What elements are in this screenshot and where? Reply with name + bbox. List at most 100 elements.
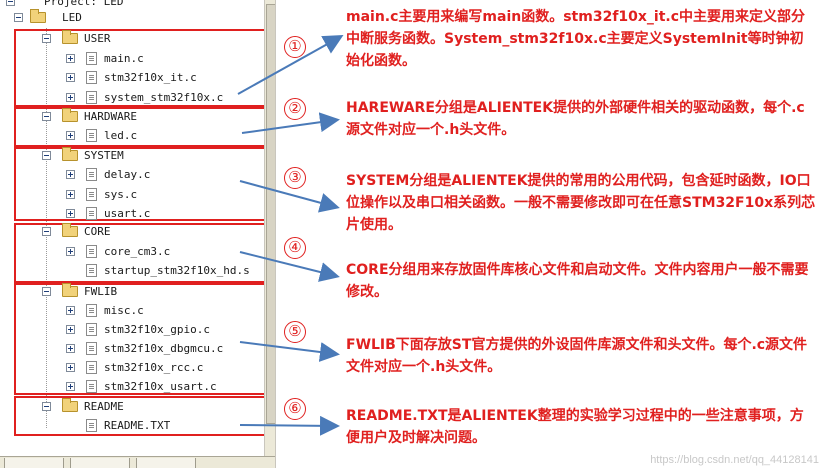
tree-file-row[interactable]: delay.c bbox=[0, 165, 264, 184]
file-icon bbox=[86, 207, 97, 220]
folder-icon bbox=[62, 147, 78, 161]
tree-file-row[interactable]: system_stm32f10x.c bbox=[0, 88, 264, 107]
file-icon bbox=[86, 361, 97, 374]
annotation-area: ① main.c主要用来编写main函数。stm32f10x_it.c中主要用来… bbox=[276, 0, 827, 468]
project-tree-pane: Project: LED LED USER main.c stm32f10x_i… bbox=[0, 0, 276, 468]
note-text: SYSTEM分组是ALIENTEK提供的常用的公用代码，包含延时函数，IO口位操… bbox=[346, 173, 816, 233]
collapse-icon[interactable] bbox=[42, 227, 51, 236]
file-icon bbox=[86, 91, 97, 104]
tree-file-row[interactable]: stm32f10x_gpio.c bbox=[0, 320, 264, 339]
expand-icon[interactable] bbox=[66, 190, 75, 199]
tree-file-row[interactable]: usart.c bbox=[0, 204, 264, 223]
expand-icon[interactable] bbox=[66, 306, 75, 315]
collapse-icon[interactable] bbox=[14, 13, 23, 22]
file-icon bbox=[86, 168, 97, 181]
target-folder-icon bbox=[30, 9, 46, 23]
note-text: FWLIB下面存放ST官方提供的外设固件库源文件和头文件。每个.c源文件文件对应… bbox=[346, 337, 808, 375]
file-icon bbox=[86, 419, 97, 432]
expand-icon[interactable] bbox=[66, 54, 75, 63]
file-label: core_cm3.c bbox=[104, 245, 171, 258]
file-icon bbox=[86, 188, 97, 201]
file-label: README.TXT bbox=[104, 419, 171, 432]
note-number: ⑤ bbox=[284, 321, 306, 343]
tree-file-row[interactable]: startup_stm32f10x_hd.s bbox=[0, 261, 264, 280]
expand-icon[interactable] bbox=[66, 325, 75, 334]
tree-group-hardware[interactable]: HARDWARE bbox=[0, 107, 264, 126]
tree-file-row[interactable]: README.TXT bbox=[0, 416, 264, 435]
collapse-icon[interactable] bbox=[42, 287, 51, 296]
collapse-icon[interactable] bbox=[6, 0, 15, 6]
folder-icon bbox=[62, 108, 78, 122]
note-text: README.TXT是ALIENTEK整理的实验学习过程中的一些注意事项，方便用… bbox=[346, 408, 804, 446]
tab-books[interactable] bbox=[70, 458, 130, 468]
tree-group-user[interactable]: USER bbox=[0, 29, 264, 48]
tree-row-target[interactable]: LED bbox=[0, 8, 264, 27]
expand-icon[interactable] bbox=[66, 382, 75, 391]
tab-project[interactable] bbox=[4, 458, 64, 468]
note-number: ⑥ bbox=[284, 398, 306, 420]
group-label: CORE bbox=[84, 225, 111, 238]
file-icon bbox=[86, 245, 97, 258]
folder-icon bbox=[62, 30, 78, 44]
tree-file-row[interactable]: stm32f10x_it.c bbox=[0, 68, 264, 87]
expand-icon[interactable] bbox=[66, 247, 75, 256]
expand-icon[interactable] bbox=[66, 209, 75, 218]
file-label: startup_stm32f10x_hd.s bbox=[104, 264, 250, 277]
collapse-icon[interactable] bbox=[42, 402, 51, 411]
collapse-icon[interactable] bbox=[42, 112, 51, 121]
file-label: sys.c bbox=[104, 188, 138, 201]
group-label: FWLIB bbox=[84, 285, 118, 298]
tab-functions[interactable] bbox=[136, 458, 196, 468]
tree-group-system[interactable]: SYSTEM bbox=[0, 146, 264, 165]
file-icon bbox=[86, 380, 97, 393]
note-text: CORE分组用来存放固件库核心文件和启动文件。文件内容用户一般不需要修改。 bbox=[346, 262, 809, 300]
project-panel-tabs bbox=[0, 456, 275, 468]
tree-row-project[interactable]: Project: LED bbox=[0, 0, 264, 11]
file-icon bbox=[86, 342, 97, 355]
tree-group-fwlib[interactable]: FWLIB bbox=[0, 282, 264, 301]
note-text: main.c主要用来编写main函数。stm32f10x_it.c中主要用来定义… bbox=[346, 9, 806, 69]
file-label: stm32f10x_it.c bbox=[104, 71, 197, 84]
tree-group-core[interactable]: CORE bbox=[0, 222, 264, 241]
file-icon bbox=[86, 71, 97, 84]
folder-icon bbox=[62, 223, 78, 237]
group-label: USER bbox=[84, 32, 111, 45]
expand-icon[interactable] bbox=[66, 131, 75, 140]
file-label: system_stm32f10x.c bbox=[104, 91, 224, 104]
file-label: stm32f10x_gpio.c bbox=[104, 323, 210, 336]
folder-icon bbox=[62, 283, 78, 297]
file-label: led.c bbox=[104, 129, 138, 142]
note-number: ② bbox=[284, 98, 306, 120]
file-label: stm32f10x_dbgmcu.c bbox=[104, 342, 224, 355]
file-label: misc.c bbox=[104, 304, 144, 317]
tree-file-row[interactable]: sys.c bbox=[0, 185, 264, 204]
scrollbar-thumb[interactable] bbox=[266, 4, 275, 424]
project-label: Project: LED bbox=[44, 0, 124, 8]
file-icon bbox=[86, 52, 97, 65]
file-label: usart.c bbox=[104, 207, 151, 220]
expand-icon[interactable] bbox=[66, 363, 75, 372]
file-label: main.c bbox=[104, 52, 144, 65]
expand-icon[interactable] bbox=[66, 93, 75, 102]
target-label: LED bbox=[62, 11, 82, 24]
tree-file-row[interactable]: stm32f10x_usart.c bbox=[0, 377, 264, 396]
folder-icon bbox=[62, 398, 78, 412]
file-icon bbox=[86, 304, 97, 317]
tree-file-row[interactable]: stm32f10x_dbgmcu.c bbox=[0, 339, 264, 358]
tree-scrollbar[interactable] bbox=[264, 0, 275, 458]
tree-file-row[interactable]: main.c bbox=[0, 49, 264, 68]
tree-file-row[interactable]: stm32f10x_rcc.c bbox=[0, 358, 264, 377]
tree-group-readme[interactable]: README bbox=[0, 397, 264, 416]
expand-icon[interactable] bbox=[66, 73, 75, 82]
tree-file-row[interactable]: led.c bbox=[0, 126, 264, 145]
expand-icon[interactable] bbox=[66, 170, 75, 179]
note-number: ③ bbox=[284, 167, 306, 189]
expand-icon[interactable] bbox=[66, 344, 75, 353]
group-label: SYSTEM bbox=[84, 149, 124, 162]
collapse-icon[interactable] bbox=[42, 151, 51, 160]
file-icon bbox=[86, 264, 97, 277]
tree-file-row[interactable]: core_cm3.c bbox=[0, 242, 264, 261]
file-icon bbox=[86, 323, 97, 336]
tree-file-row[interactable]: misc.c bbox=[0, 301, 264, 320]
collapse-icon[interactable] bbox=[42, 34, 51, 43]
